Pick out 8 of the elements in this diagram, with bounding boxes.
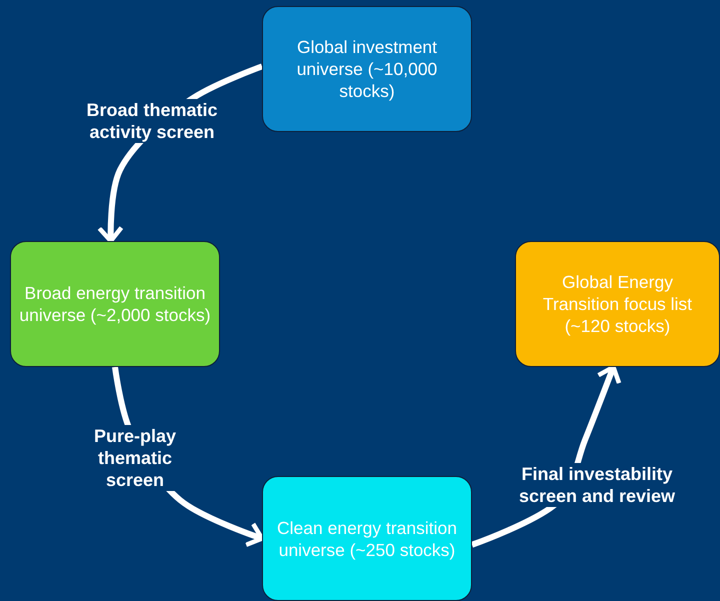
box-text: Broad energy transition universe (~2,000 stocks) [18,282,212,326]
box-text: Global Energy Transition focus list (~120 stocks) [542,271,694,337]
process-box [262,476,472,601]
process-box [10,241,220,367]
box-text: Clean energy transition universe (~250 stocks) [276,516,458,560]
box-text: Global investment universe (~10,000 stocks) [296,36,438,102]
process-box [515,241,720,367]
process-box [262,6,472,132]
